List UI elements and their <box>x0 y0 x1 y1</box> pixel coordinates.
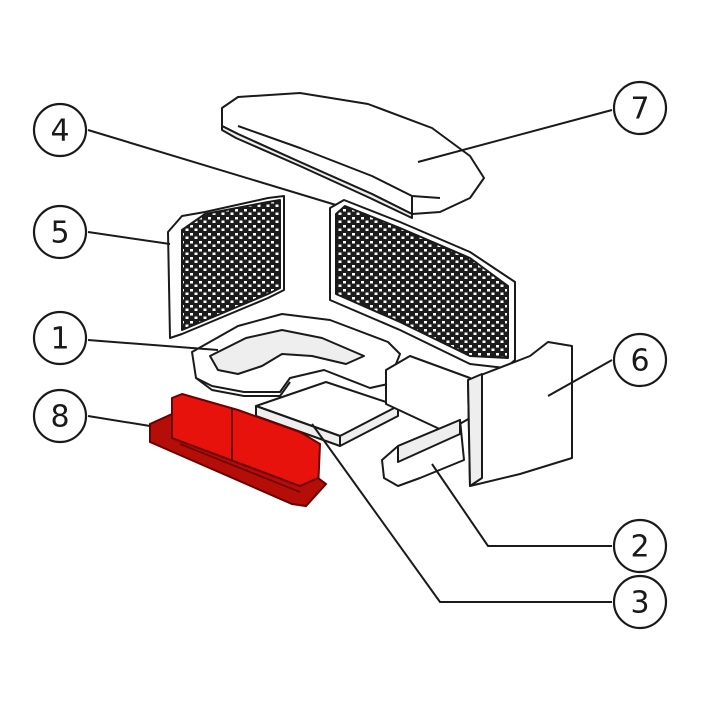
part-6-right-panel <box>467 341 573 487</box>
part-4-rear-panel <box>329 199 516 369</box>
callout-6: 6 <box>612 332 668 388</box>
callout-6-label: 6 <box>630 344 649 379</box>
callout-7-label: 7 <box>630 92 649 127</box>
part-1-base-tray <box>191 313 401 397</box>
leader-lines <box>87 109 613 603</box>
callout-3: 3 <box>612 574 668 630</box>
callout-5: 5 <box>32 204 88 260</box>
leader-2 <box>431 463 612 547</box>
part-7-top-plate <box>221 92 485 219</box>
leader-3 <box>311 423 612 603</box>
callout-4: 4 <box>32 102 88 158</box>
callout-2: 2 <box>612 518 668 574</box>
callout-7: 7 <box>612 80 668 136</box>
part-2-front-right-brick <box>381 355 471 487</box>
part-8-front-retainer-highlighted <box>149 393 328 508</box>
callout-5-label: 5 <box>50 216 69 251</box>
leader-6 <box>547 359 613 397</box>
callout-3-label: 3 <box>630 586 649 621</box>
callout-8-label: 8 <box>50 400 69 435</box>
callout-1: 1 <box>32 310 88 366</box>
part-3-floor-plate <box>255 381 399 447</box>
callout-4-label: 4 <box>50 114 69 149</box>
leader-1 <box>87 339 219 351</box>
leader-7 <box>417 109 613 163</box>
leader-5 <box>87 231 171 245</box>
callout-2-label: 2 <box>630 530 649 565</box>
leader-8 <box>87 415 151 427</box>
callout-1-label: 1 <box>50 322 69 357</box>
part-5-left-panel <box>167 195 285 339</box>
callout-8: 8 <box>32 388 88 444</box>
leader-4 <box>87 129 337 206</box>
